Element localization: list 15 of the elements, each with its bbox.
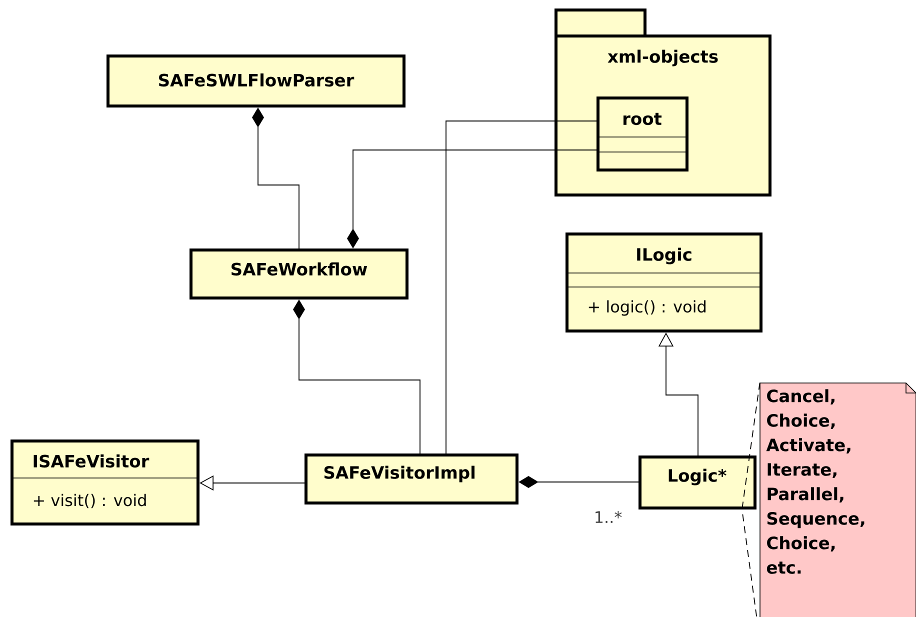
class-box: SAFeSWLFlowParser	[106, 54, 406, 108]
connector	[446, 120, 597, 454]
class-box: root	[596, 96, 688, 172]
connector	[293, 300, 420, 454]
class-box: SAFeVisitorImpl	[304, 454, 518, 504]
class-box: SAFeWorkflow	[190, 248, 408, 300]
connector	[252, 108, 300, 249]
class-box: ILogic + logic() : void	[566, 232, 762, 332]
note-box: Cancel, Choice, Activate, Iterate, Parallel, Sequence, Choice, etc.	[760, 382, 916, 617]
connector	[347, 150, 597, 248]
class-box: Logic*	[638, 456, 756, 510]
multiplicity-label: 1..*	[592, 510, 624, 524]
class-box: ISAFeVisitor + visit() : void	[10, 440, 200, 526]
note-connector	[742, 382, 760, 617]
connector	[518, 476, 639, 488]
